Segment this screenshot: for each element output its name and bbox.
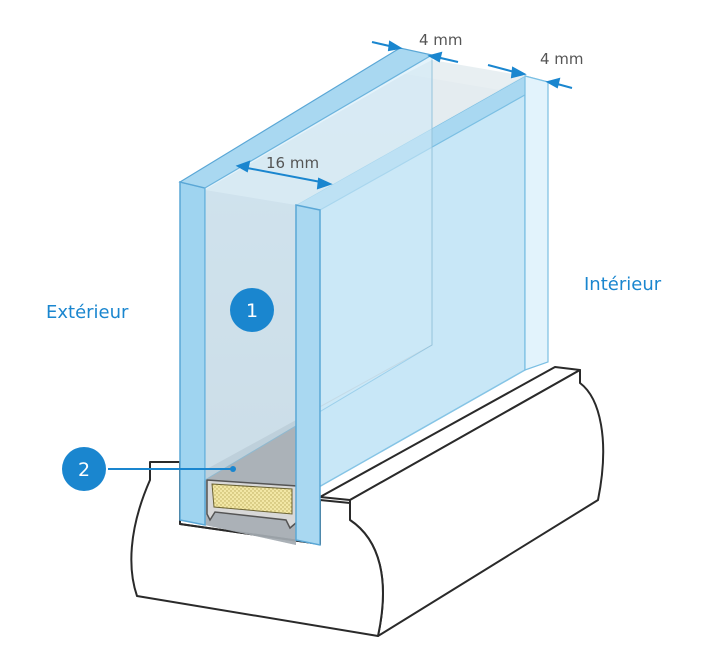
interior-label: Intérieur — [584, 274, 662, 295]
callout-2: 2 — [62, 447, 236, 491]
callout-1: 1 — [230, 288, 274, 332]
dimension-arrows — [235, 40, 573, 190]
callout-2-number: 2 — [78, 459, 90, 481]
inner-glass-thickness-label: 4 mm — [540, 50, 584, 68]
callout-1-number: 1 — [246, 300, 258, 322]
outer-glass-thickness-label: 4 mm — [419, 31, 463, 49]
gap-width-label: 16 mm — [266, 154, 319, 172]
exterior-label: Extérieur — [46, 302, 129, 323]
inner-glass-front-edge — [295, 204, 321, 546]
